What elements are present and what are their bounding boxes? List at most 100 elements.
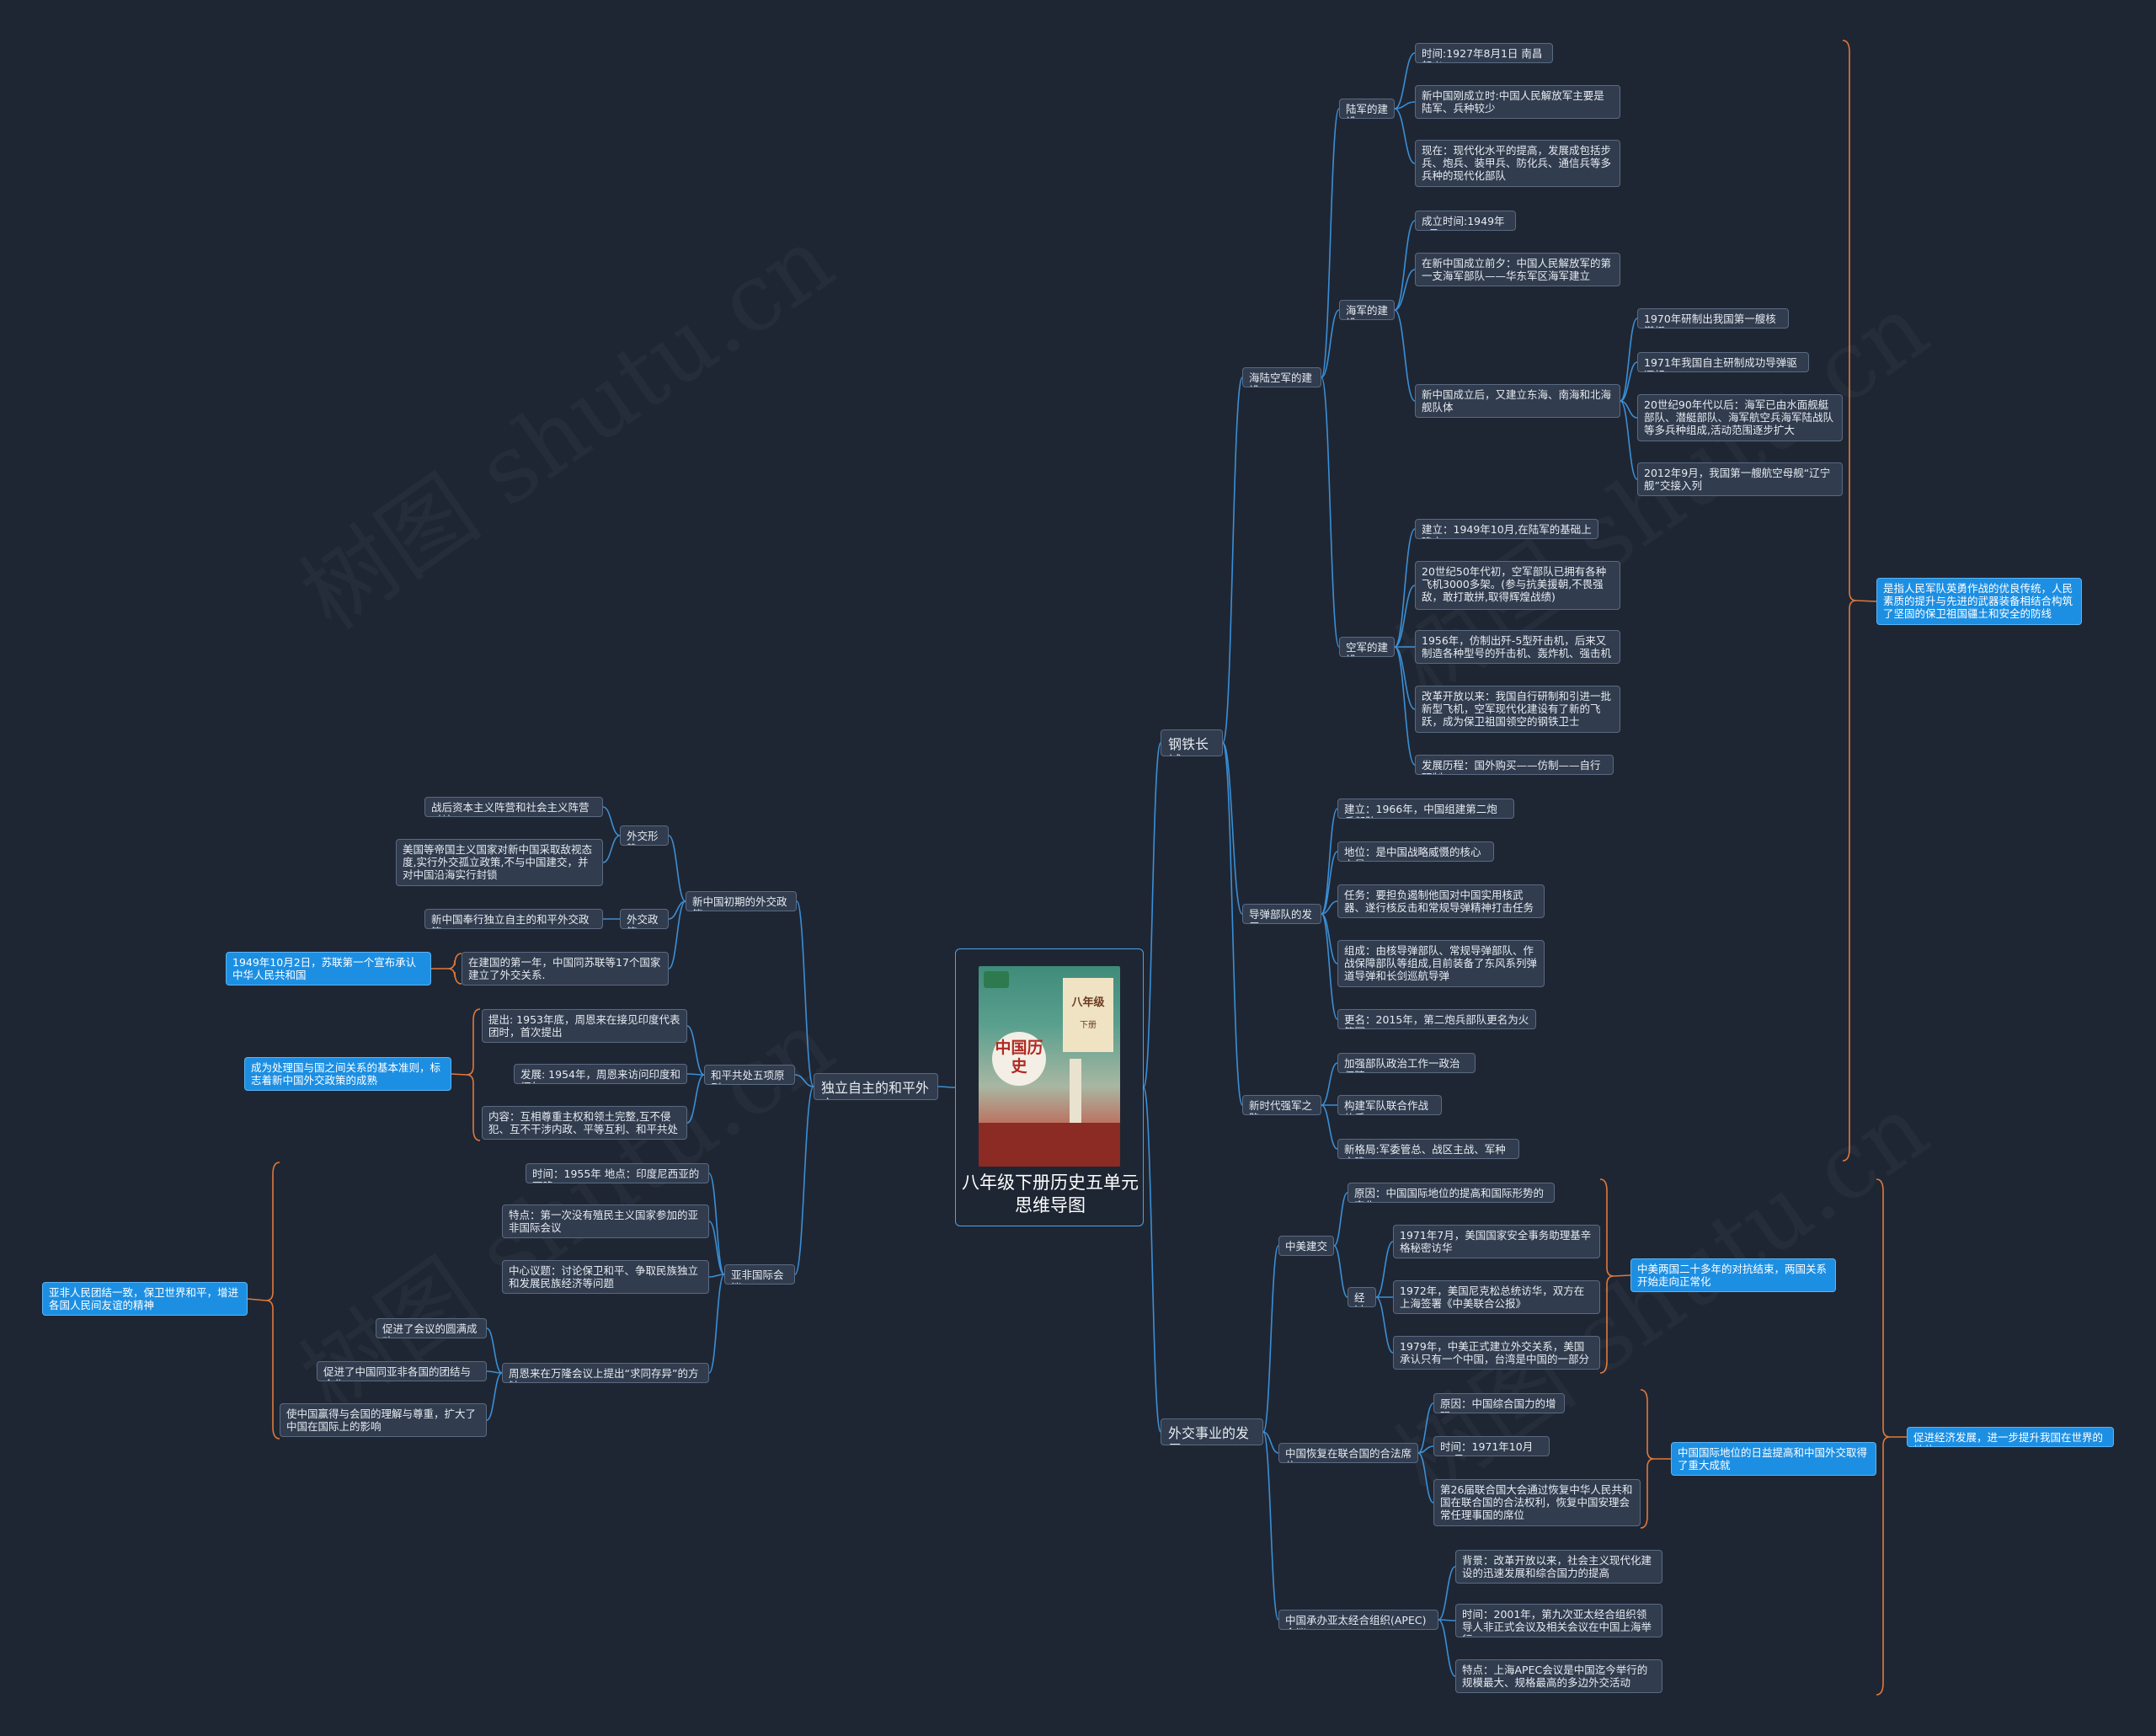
node-lj2[interactable]: 新中国刚成立时:中国人民解放军主要是陆军、兵种较少 [1415,85,1620,119]
connector [709,1274,724,1373]
node-dd3[interactable]: 任务：要担负遏制他国对中国实用核武器、遂行核反击和常规导弹精神打击任务 [1337,884,1545,918]
node-lh1[interactable]: 原因：中国综合国力的增强 [1433,1393,1565,1413]
connector [1620,401,1637,479]
callout-lianheguo[interactable]: 中国国际地位的日益提高和中国外交取得了重大成就 [1671,1442,1876,1476]
node-zm3[interactable]: 1972年，美国尼克松总统访华，双方在上海签署《中美联合公报》 [1393,1280,1600,1314]
node-hp3[interactable]: 内容：互相尊重主权和领土完整,互不侵犯、互不干涉内政、平等互利、和平共处 [482,1106,687,1140]
node-kj1[interactable]: 建立：1949年10月,在陆军的基础上建立 [1415,519,1598,539]
node-kongjun[interactable]: 空军的建设 [1339,637,1395,657]
node-dd5[interactable]: 更名：2015年，第二炮兵部队更名为火箭军 [1337,1009,1536,1029]
node-hj3a[interactable]: 1970年研制出我国第一艘核潜艇 [1637,308,1789,329]
connector [795,1087,814,1274]
node-lj1[interactable]: 时间:1927年8月1日 南昌起义 [1415,43,1553,63]
node-yf4b[interactable]: 促进了中国同亚非各国的团结与合作 [317,1361,487,1381]
connector [248,1299,266,1301]
node-xs2[interactable]: 构建军队联合作战体系 [1337,1095,1442,1115]
node-kj3[interactable]: 1956年，仿制出歼-5型歼击机，后来又制造各种型号的歼击机、轰炸机、强击机 [1415,630,1620,664]
connector [487,1373,502,1420]
node-daodan[interactable]: 导弹部队的发展 [1242,904,1321,924]
node-zm4[interactable]: 1979年，中美正式建立外交关系，美国承认只有一个中国，台湾是中国的一部分 [1393,1336,1600,1370]
connector [1438,1567,1455,1620]
connector [1223,377,1242,743]
node-kj2[interactable]: 20世纪50年代初，空军部队已拥有各种飞机3000多架。(参与抗美援朝,不畏强敌… [1415,561,1620,610]
connector [1321,809,1337,914]
node-gangtie[interactable]: 钢铁长城 [1161,729,1223,756]
node-lh3[interactable]: 第26届联合国大会通过恢复中华人民共和国在联合国的合法权利，恢复中国安理会常任理… [1433,1479,1641,1526]
connector [1223,743,1242,1105]
node-heping[interactable]: 和平共处五项原则 [704,1065,795,1085]
connector [1144,1087,1161,1432]
node-xs1[interactable]: 加强部队政治工作一政治保障 [1337,1053,1476,1073]
callout-waijiao[interactable]: 促进经济发展，进一步提升我国在世界的地位 [1907,1427,2114,1447]
connector [1438,1620,1455,1676]
publisher-logo [984,971,1009,988]
node-xingshi[interactable]: 外交形势 [620,825,669,846]
node-yf3[interactable]: 中心议题：讨论保卫和平、争取民族独立和发展民族经济等问题 [502,1260,709,1294]
node-xinshidai[interactable]: 新时代强军之路 [1242,1095,1321,1115]
connector [1263,1432,1278,1620]
node-haiyou[interactable]: 海陆空军的建设 [1242,367,1321,387]
node-lianheguo[interactable]: 中国恢复在联合国的合法席位 [1278,1443,1418,1463]
callout-army[interactable]: 是指人民军队英勇作战的优良传统，人民素质的提升与先进的武器装备相结合构筑了坚固的… [1876,578,2082,625]
cover-title: 中国历史 [992,1032,1046,1086]
node-dd4[interactable]: 组成：由核导弹部队、常规导弹部队、作战保障部队等组成,目前装备了东风系列弹道导弹… [1337,940,1545,987]
node-xs-a[interactable]: 战后资本主义阵营和社会主义阵营对峙 [424,797,603,817]
node-haijun[interactable]: 海军的建设 [1339,300,1395,320]
node-lh2[interactable]: 时间：1971年10月25日 [1433,1436,1550,1456]
node-kj4[interactable]: 改革开放以来：我国自行研制和引进一批新型飞机，空军现代化建设有了新的飞跃，成为保… [1415,686,1620,733]
node-zhongmei[interactable]: 中美建交 [1278,1236,1334,1256]
node-dd1[interactable]: 建立：1966年，中国组建第二炮兵部队 [1337,799,1514,819]
node-lj3[interactable]: 现在：现代化水平的提高，发展成包括步兵、炮兵、装甲兵、防化兵、通信兵等多兵种的现… [1415,140,1620,187]
node-hj3[interactable]: 新中国成立后，又建立东海、南海和北海舰队体 [1415,384,1620,418]
connector [1263,1246,1278,1432]
node-duli[interactable]: 独立自主的和平外交 [814,1073,938,1100]
callout-heping[interactable]: 成为处理国与国之间关系的基本准则，标志着新中国外交政策的成熟 [244,1057,451,1091]
node-yf4[interactable]: 周恩来在万隆会议上提出“求同存异”的方针 [502,1363,709,1383]
node-zc-a[interactable]: 新中国奉行独立自主的和平外交政策 [424,909,603,929]
node-hj3d[interactable]: 2012年9月，我国第一艘航空母舰“辽宁舰”交接入列 [1637,462,1843,496]
node-yf1[interactable]: 时间：1955年 地点：印度尼西亚的万隆 [526,1163,709,1183]
node-ap3[interactable]: 特点：上海APEC会议是中国迄今举行的规模最大、规格最高的多边外交活动 [1455,1659,1662,1693]
node-lujun[interactable]: 陆军的建设 [1339,99,1395,119]
node-yafei[interactable]: 亚非国际会议 [724,1264,795,1285]
connector [467,1009,480,1140]
connector [1376,1242,1393,1297]
cover-tiananmen [979,1123,1120,1167]
node-hj1[interactable]: 成立时间:1949年4月 [1415,211,1516,231]
node-zm2[interactable]: 1971年7月，美国国家安全事务助理基辛格秘密访华 [1393,1225,1600,1258]
node-dd2[interactable]: 地位：是中国战略威慑的核心力量 [1337,841,1494,862]
connector [1620,362,1637,401]
node-jingguo[interactable]: 经过 [1348,1287,1376,1307]
node-cq-c[interactable]: 在建国的第一年，中国同苏联等17个国家建立了外交关系. [462,952,669,986]
node-hj3b[interactable]: 1971年我国自主研制成功导弹驱逐舰 [1637,352,1809,372]
node-chuqi[interactable]: 新中国初期的外交政策 [686,891,797,911]
node-yf4a[interactable]: 促进了会议的圆满成功 [376,1318,487,1338]
node-zm1[interactable]: 原因：中国国际地位的提高和国际形势的变化 [1348,1183,1555,1203]
connector [1321,914,1337,1019]
node-hp2[interactable]: 发展: 1954年，周恩来访问印度和缅甸 [514,1064,687,1084]
node-yf2[interactable]: 特点：第一次没有殖民主义国家参加的亚非国际会议 [502,1205,709,1238]
node-waijiao[interactable]: 外交事业的发展 [1161,1418,1263,1445]
connector [1334,1193,1348,1246]
node-yf4c[interactable]: 使中国赢得与会国的理解与尊重，扩大了中国在国际上的影响 [280,1403,487,1437]
connector [1223,743,1242,914]
node-xs3[interactable]: 新格局:军委管总、战区主战、军种主建 [1337,1139,1519,1159]
node-xs-b[interactable]: 美国等帝国主义国家对新中国采取敌视态度,实行外交孤立政策,不与中国建交，并对中国… [396,839,603,886]
node-apec[interactable]: 中国承办亚太经合组织(APEC)会议 [1278,1610,1438,1630]
connector [1614,1275,1630,1276]
node-hj3c[interactable]: 20世纪90年代以后：海军已由水面舰艇部队、潜艇部队、海军航空兵海军陆战队等多兵… [1637,394,1843,441]
callout-zhongmei[interactable]: 中美两国二十多年的对抗结束，两国关系开始走向正常化 [1630,1258,1836,1292]
connector [451,1074,467,1075]
callout-yafei[interactable]: 亚非人民团结一致，保卫世界和平，增进各国人民间友谊的精神 [42,1282,248,1316]
node-hj2[interactable]: 在新中国成立前夕：中国人民解放军的第一支海军部队——华东军区海军建立 [1415,253,1620,286]
cover-grade-label: 八年级下册 [1063,978,1113,1052]
root-node[interactable]: 八年级下册 中国历史 八年级下册历史五单元思维导图 [955,948,1144,1226]
node-kj5[interactable]: 发展历程：国外购买——仿制——自行研制 [1415,755,1614,775]
connector [1876,1179,1890,1695]
node-ap1[interactable]: 背景：改革开放以来，社会主义现代化建设的迅速发展和综合国力的提高 [1455,1550,1662,1584]
node-zhengce[interactable]: 外交政策 [620,909,669,929]
node-ap2[interactable]: 时间：2001年，第九次亚太经合组织领导人非正式会议及相关会议在中国上海举行 [1455,1604,1662,1637]
callout-sulian[interactable]: 1949年10月2日，苏联第一个宣布承认中华人民共和国 [226,952,431,986]
node-hp1[interactable]: 提出: 1953年底，周恩来在接见印度代表团时，首次提出 [482,1009,687,1043]
